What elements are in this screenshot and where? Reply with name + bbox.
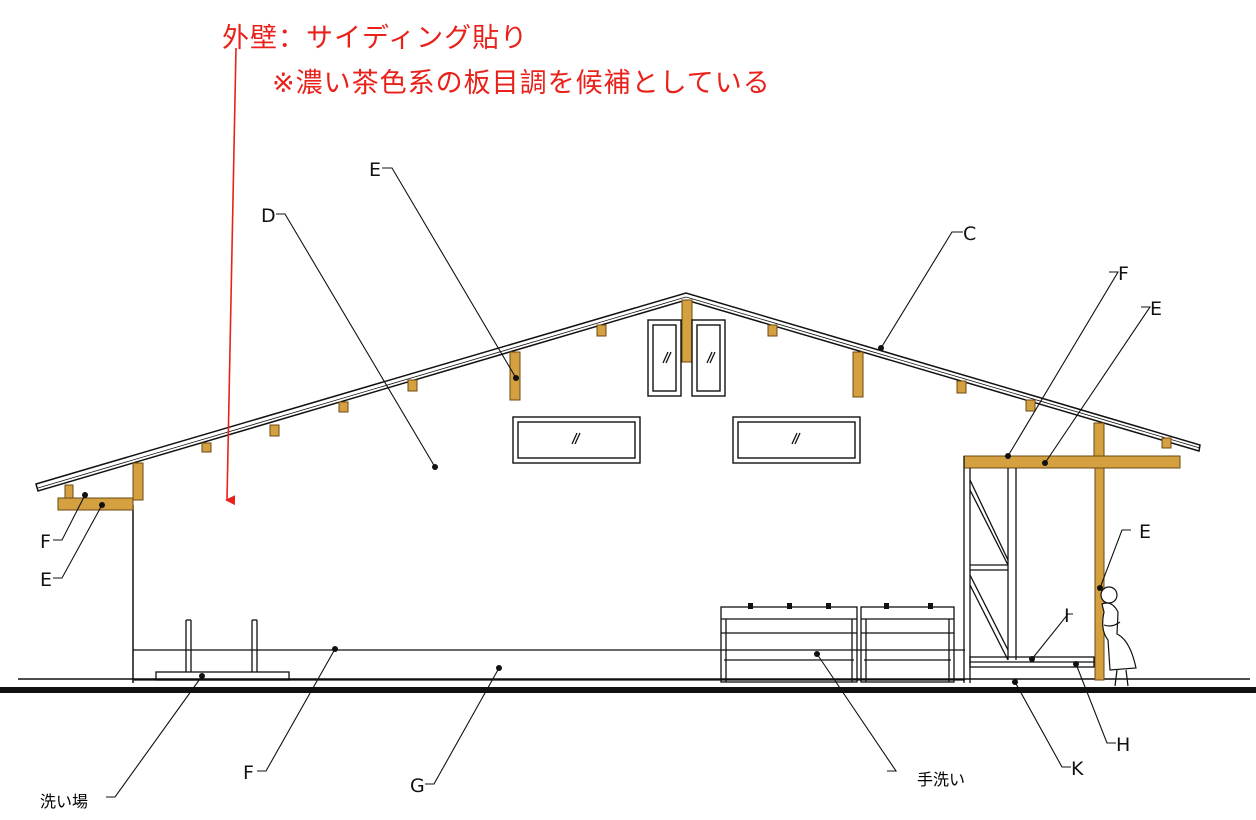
exterior-wall-note: 外壁：サイディング貼り [222, 23, 529, 54]
leader-dots [82, 345, 1103, 685]
callout-f-right: F [1118, 263, 1129, 285]
leader-lines [53, 167, 1152, 798]
callout-e-top: E [369, 159, 381, 181]
hand-wash-label: 手洗い [917, 770, 966, 789]
eave-post-left [132, 462, 144, 501]
person-figure [1100, 586, 1137, 687]
callout-k: K [1071, 758, 1084, 780]
callout-i: I [1064, 605, 1070, 627]
callout-h: H [1116, 734, 1130, 756]
callout-e-left: E [40, 569, 52, 591]
callout-e-right-post: E [1139, 521, 1151, 543]
eave-post-right [1093, 422, 1105, 461]
hand-wash-counters [720, 606, 955, 683]
timber-members [57, 299, 1181, 681]
roof-inner-line [37, 296, 687, 489]
callout-g: G [410, 775, 425, 797]
callout-e-right-beam: E [1150, 298, 1162, 320]
right-column [1094, 467, 1105, 681]
purlins [201, 324, 1172, 453]
callout-f-left: F [40, 531, 51, 553]
roof [35, 292, 1201, 492]
faucets [748, 603, 933, 609]
ground-line [0, 687, 1256, 693]
callout-f-bottom: F [243, 762, 254, 784]
wash-rack [155, 619, 290, 681]
exterior-wall-arrow [225, 47, 237, 506]
gable-windows [512, 319, 861, 464]
right-beam [963, 455, 1181, 469]
left-bracket [64, 484, 74, 499]
left-beam [57, 497, 134, 511]
ridge-post [681, 299, 693, 363]
wash-area-label: 洗い場 [40, 792, 89, 811]
roof-inner-line [685, 296, 1201, 449]
strut-right [852, 351, 864, 398]
glass-marks [571, 351, 801, 445]
callout-d: D [261, 205, 276, 227]
exterior-wall-subnote: ※濃い茶色系の板目調を候補としている [272, 68, 771, 99]
callout-c: C [963, 223, 976, 245]
lean-to-frame [963, 456, 1095, 683]
